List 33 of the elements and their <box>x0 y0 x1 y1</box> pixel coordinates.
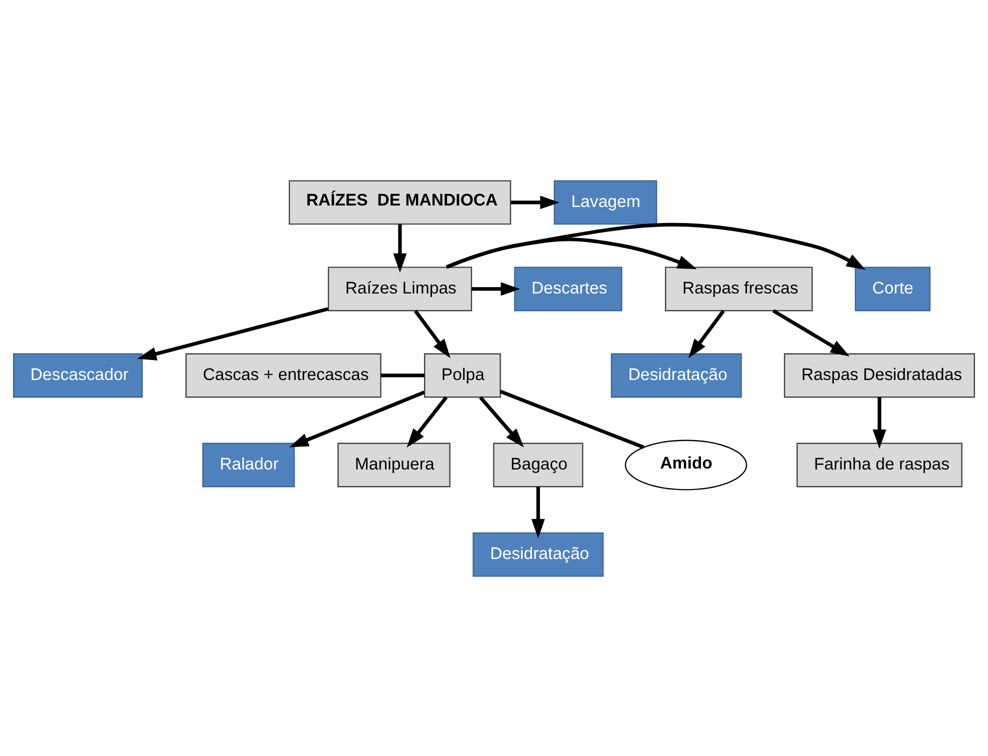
arrow <box>137 306 329 360</box>
node-box: Descascador <box>13 352 143 398</box>
node-box: Polpa <box>424 352 501 398</box>
arrow <box>289 390 425 447</box>
arrow <box>393 224 407 272</box>
arrow <box>414 309 450 358</box>
node-box: Cascas + entrecascas <box>185 352 382 398</box>
node-box: Desidratação <box>472 532 604 576</box>
arrow <box>688 309 725 358</box>
node-box: Farinha de raspas <box>796 442 962 487</box>
arrow <box>446 222 866 270</box>
arrow <box>406 396 448 448</box>
arrow <box>479 396 524 447</box>
node-ellipse: Amido <box>624 439 748 490</box>
node-box: RAÍZES DE MANDIOCA <box>288 180 512 224</box>
node-box: Raspas frescas <box>664 266 813 311</box>
node-box: Corte <box>854 266 931 311</box>
node-box: Raspas Desidratadas <box>784 352 975 398</box>
node-box: Descartes <box>514 266 622 311</box>
arrow <box>772 308 850 356</box>
arrow <box>872 396 886 448</box>
arrow <box>446 237 697 269</box>
arrow <box>510 195 560 209</box>
node-box: Lavagem <box>554 180 658 224</box>
node-box: Raízes Limpas <box>328 266 472 311</box>
connector <box>500 389 644 448</box>
node-box: Desidratação <box>610 352 742 398</box>
node-box: Manipuera <box>337 442 450 487</box>
node-box: Bagaço <box>493 442 584 487</box>
arrow <box>472 282 520 296</box>
arrow <box>531 486 545 538</box>
node-box: Ralador <box>202 442 295 487</box>
connector <box>380 373 425 377</box>
